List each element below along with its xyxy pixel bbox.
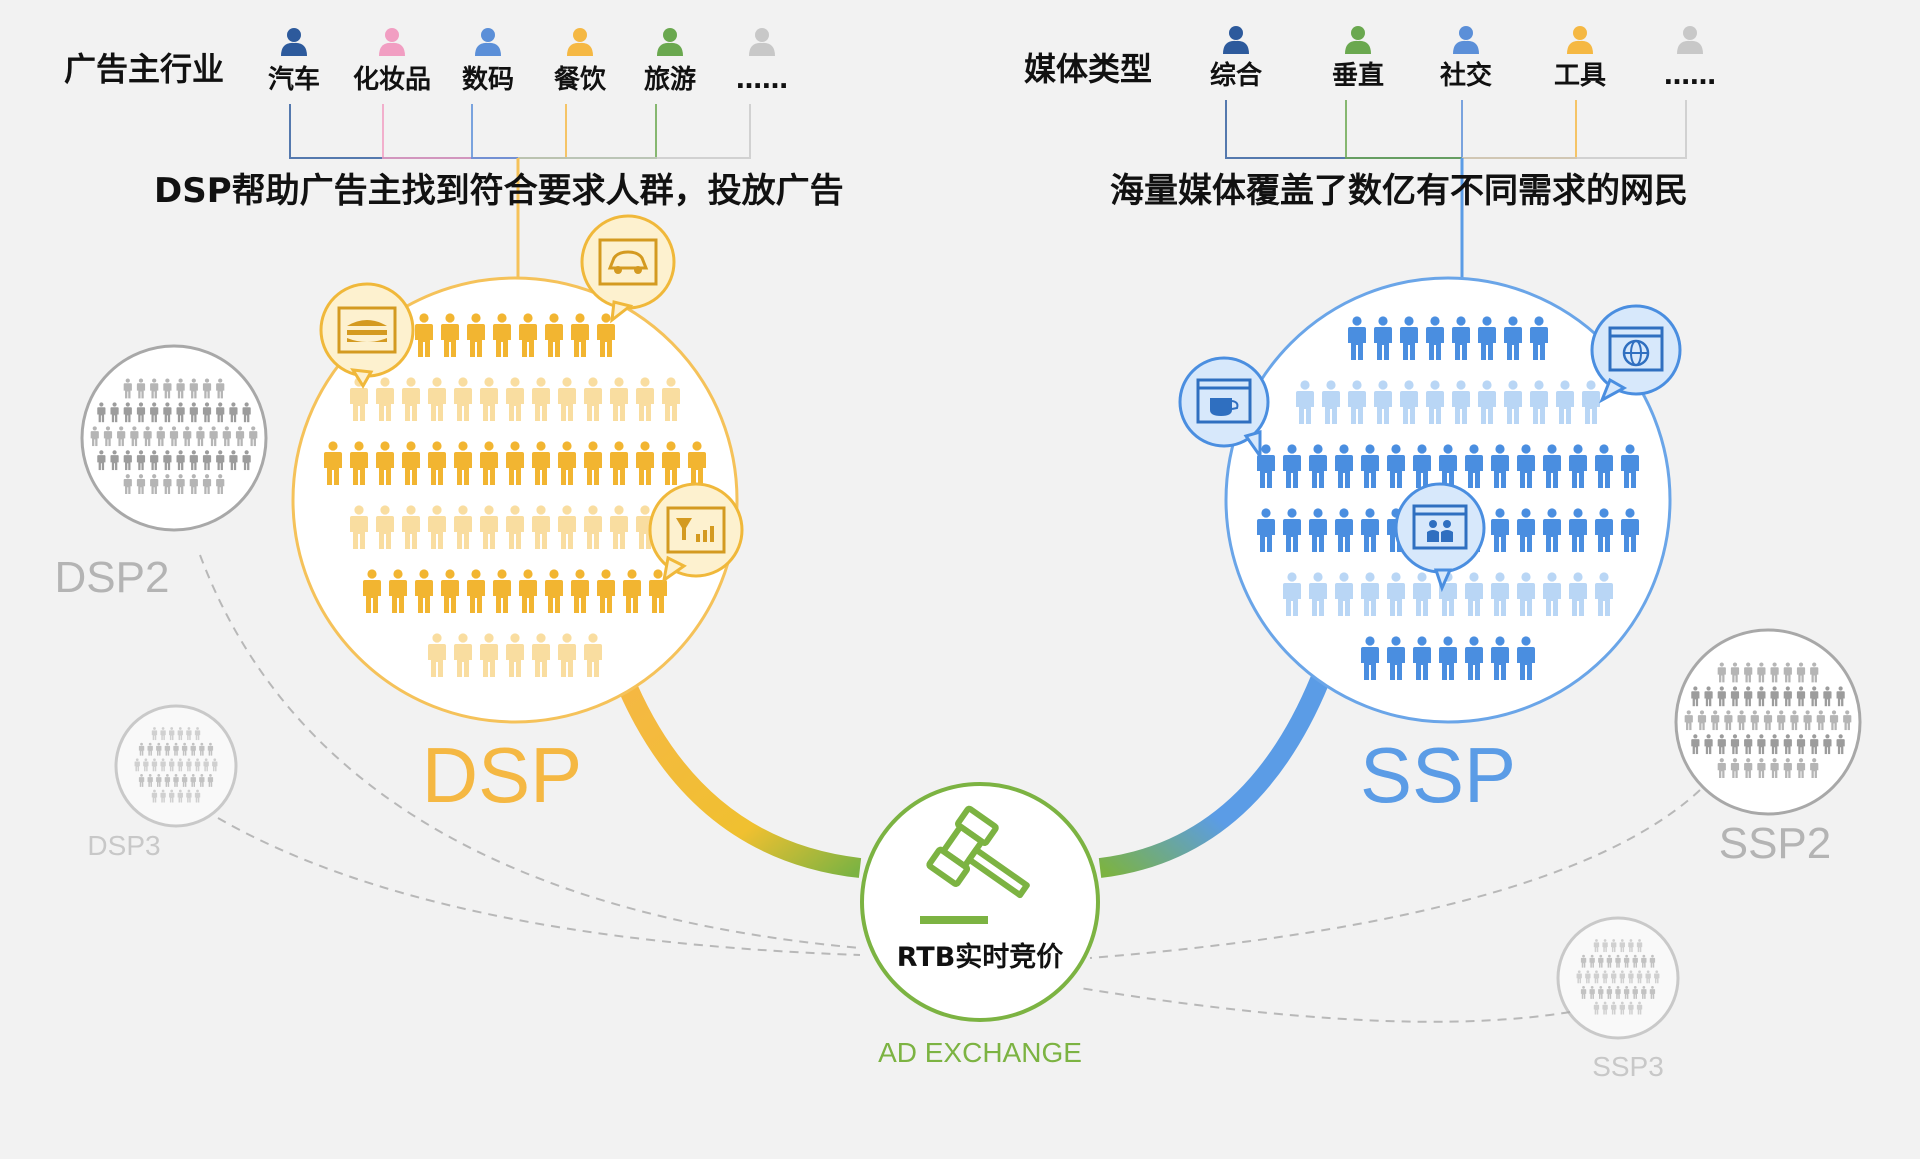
industry-label: 社交 xyxy=(1440,60,1492,91)
header-connectors xyxy=(289,100,1687,278)
industry-connector xyxy=(471,104,518,159)
industry-item-2: 数码 xyxy=(462,28,514,95)
person-icon xyxy=(749,28,775,56)
dsp2-label: DSP2 xyxy=(55,553,170,602)
industry-connector xyxy=(518,104,751,159)
dsp2-circle xyxy=(80,344,268,532)
person-icon xyxy=(1345,26,1371,54)
connector-dsp3 xyxy=(217,817,861,956)
advertiser-industry-list: 汽车 化妆品 数码 餐饮 旅游 …… xyxy=(268,28,788,95)
ssp3-label: SSP3 xyxy=(1592,1051,1664,1082)
person-icon xyxy=(1677,26,1703,54)
ssp-label: SSP xyxy=(1360,731,1516,819)
industry-label: …… xyxy=(736,65,788,95)
connector-ssp3 xyxy=(1079,987,1571,1023)
industry-item-1: 垂直 xyxy=(1332,26,1384,91)
person-icon xyxy=(657,28,683,56)
person-icon xyxy=(1223,26,1249,54)
industry-label: 化妆品 xyxy=(353,65,431,95)
industry-connector xyxy=(1462,100,1687,159)
exchange-label: RTB实时竞价 xyxy=(897,941,1065,973)
person-icon xyxy=(475,28,501,56)
dsp-caption: DSP帮助广告主找到符合要求人群，投放广告 xyxy=(154,171,844,211)
food-ad-icon xyxy=(319,282,415,389)
person-icon xyxy=(281,28,307,56)
ssp3-circle xyxy=(1556,916,1680,1040)
media-type-title: 媒体类型 xyxy=(1024,50,1152,88)
industry-connector xyxy=(289,104,518,159)
people-web-icon xyxy=(1394,482,1486,593)
ssp2-circle xyxy=(1674,628,1862,816)
gavel-icon xyxy=(920,805,1030,924)
industry-item-4: …… xyxy=(1664,26,1716,91)
dsp-label: DSP xyxy=(422,731,582,819)
industry-label: 工具 xyxy=(1554,61,1606,91)
ssp-caption: 海量媒体覆盖了数亿有不同需求的网民 xyxy=(1110,171,1688,211)
connector-ssp2 xyxy=(1089,789,1701,959)
industry-connector xyxy=(382,104,518,159)
media-type-list: 综合 垂直 社交 工具 …… xyxy=(1210,26,1716,91)
person-icon xyxy=(379,28,405,56)
advertiser-industry-title: 广告主行业 xyxy=(64,50,224,88)
person-icon xyxy=(1453,26,1479,54)
industry-label: 旅游 xyxy=(644,65,696,95)
exchange-caption: AD EXCHANGE xyxy=(878,1037,1082,1068)
industry-connector xyxy=(1225,100,1462,159)
person-icon xyxy=(1567,26,1593,54)
dsp3-label: DSP3 xyxy=(87,830,160,861)
industry-item-2: 社交 xyxy=(1440,26,1492,91)
industry-item-3: 工具 xyxy=(1554,26,1606,91)
ssp2-label: SSP2 xyxy=(1719,819,1832,868)
industry-item-0: 综合 xyxy=(1210,26,1263,91)
dsp-exchange-arc xyxy=(618,683,862,878)
ssp-exchange-arc xyxy=(1098,676,1330,878)
industry-connector xyxy=(1462,100,1577,159)
other-platforms xyxy=(80,344,1862,1040)
industry-label: 数码 xyxy=(462,65,514,95)
industry-item-5: …… xyxy=(736,28,788,95)
industry-connector xyxy=(518,104,567,159)
industry-connector xyxy=(518,104,657,159)
industry-label: 餐饮 xyxy=(554,65,607,95)
industry-connector xyxy=(1345,100,1462,159)
car-ad-icon xyxy=(580,214,676,324)
person-icon xyxy=(567,28,593,56)
dashed-connectors xyxy=(199,554,1701,1023)
industry-item-0: 汽车 xyxy=(268,28,320,95)
industry-item-3: 餐饮 xyxy=(554,28,607,95)
connector-dsp2 xyxy=(199,554,861,949)
industry-label: …… xyxy=(1664,61,1716,91)
industry-item-4: 旅游 xyxy=(644,28,696,95)
coffee-web-icon xyxy=(1178,356,1270,461)
industry-label: 综合 xyxy=(1210,60,1263,91)
exchange-circle xyxy=(860,782,1100,1022)
industry-label: 垂直 xyxy=(1332,61,1384,91)
dsp3-circle xyxy=(114,704,238,828)
globe-web-icon xyxy=(1590,304,1682,404)
chart-ad-icon xyxy=(648,482,744,584)
industry-item-1: 化妆品 xyxy=(353,28,431,95)
industry-label: 汽车 xyxy=(268,64,320,95)
